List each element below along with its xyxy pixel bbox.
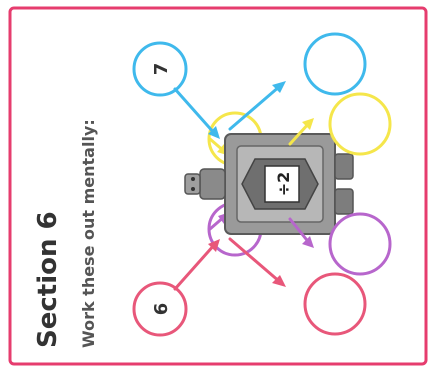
operation-panel [264,165,300,203]
page-border [8,6,428,366]
input-value-4: 7 [151,63,172,76]
input-value-1: 6 [151,303,172,316]
answer-circle-4[interactable] [303,32,367,96]
output-arrows [228,81,314,287]
answer-circle-2[interactable] [328,212,392,276]
answer-circle-3[interactable] [328,92,392,156]
instruction-text: Work these out mentally: [79,119,98,348]
input-circle-4: 7 [132,41,188,97]
rotated-content: Section 6 Work these out mentally: 6 3 9… [33,32,392,348]
operation-label: ÷2 [274,172,293,197]
answer-circle-1[interactable] [303,272,367,336]
input-circle-1: 6 [132,281,188,337]
robot-machine-icon: ÷2 [184,133,354,235]
section-title: Section 6 [33,211,63,348]
